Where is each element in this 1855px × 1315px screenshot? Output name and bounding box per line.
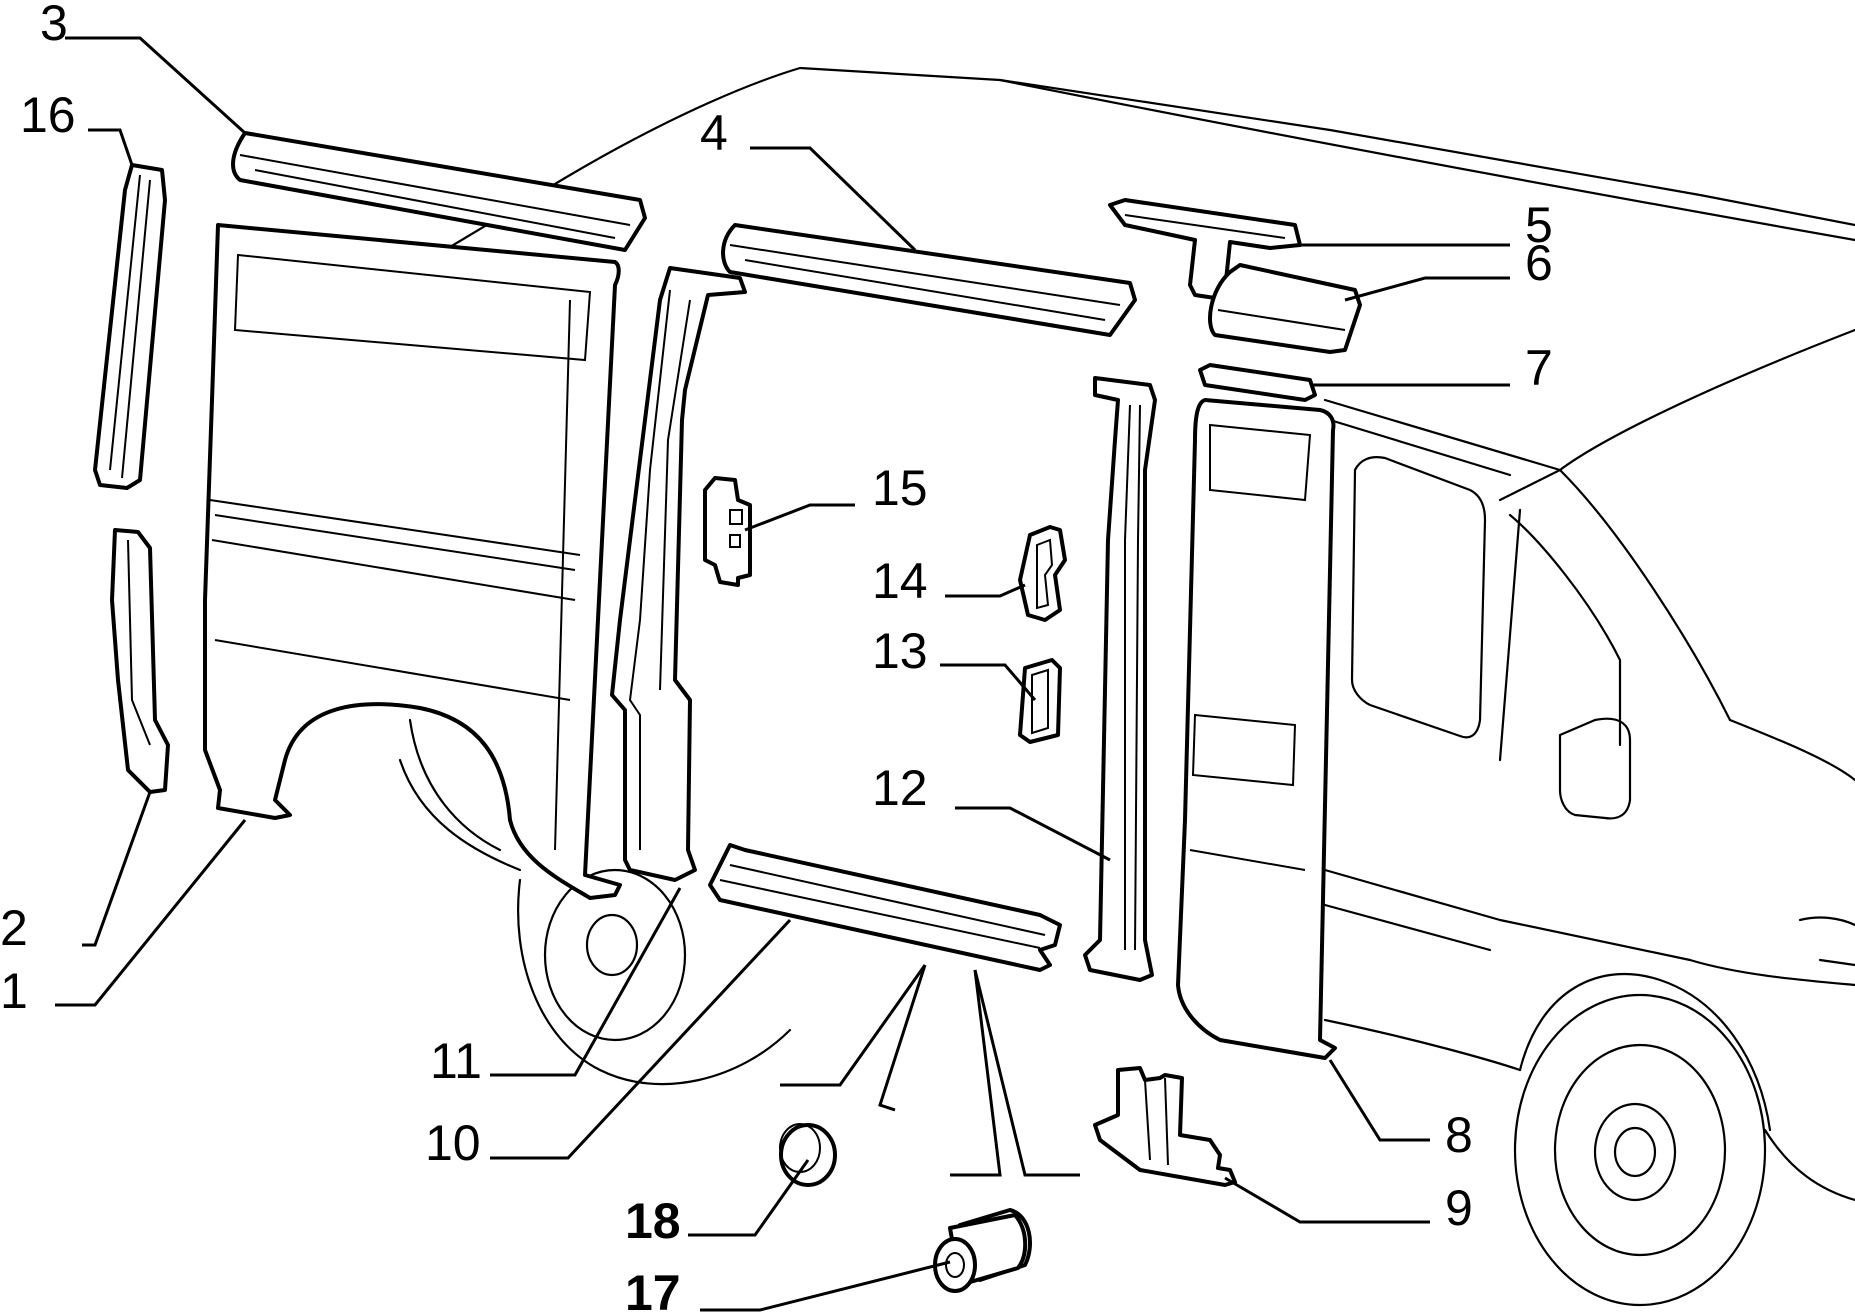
part-1-rear-side-panel — [203, 223, 622, 900]
part-17-plug — [933, 1208, 1032, 1293]
label-7: 7 — [1525, 340, 1553, 396]
part-6-rail-piece — [1208, 263, 1362, 354]
part-15-bracket — [703, 476, 752, 587]
callout-labels: 3 16 2 1 4 5 6 7 8 9 11 10 12 13 14 15 1… — [0, 0, 1553, 1315]
label-16: 16 — [20, 87, 76, 143]
part-2-rear-pillar-lower — [110, 528, 170, 794]
part-14-bracket — [1018, 525, 1067, 622]
label-9: 9 — [1445, 1180, 1473, 1236]
label-17: 17 — [625, 1265, 681, 1315]
label-14: 14 — [872, 553, 928, 609]
label-10: 10 — [425, 1115, 481, 1171]
label-3: 3 — [40, 0, 68, 51]
label-18: 18 — [625, 1193, 681, 1249]
label-6: 6 — [1525, 235, 1553, 291]
label-8: 8 — [1445, 1107, 1473, 1163]
part-9-lower-bracket — [1093, 1066, 1237, 1187]
part-8-front-side-panel — [1176, 398, 1337, 1060]
part-12-pillar — [1083, 376, 1157, 982]
van-body-outline — [398, 66, 1855, 1307]
label-2: 2 — [0, 900, 28, 956]
label-5: 5 — [1525, 197, 1553, 253]
part-10-sill — [708, 843, 1062, 972]
leader-lines — [55, 36, 1510, 1312]
part-4-roof-rail — [721, 223, 1137, 337]
label-11: 11 — [430, 1033, 482, 1089]
label-1: 1 — [0, 963, 28, 1019]
label-13: 13 — [872, 623, 928, 679]
part-11-pillar — [610, 266, 747, 882]
part-3-rear-roof-rail — [231, 131, 647, 252]
part-18-grommet — [779, 1123, 837, 1187]
part-7-strip — [1198, 363, 1317, 402]
label-12: 12 — [872, 760, 928, 816]
part-13-plate — [1018, 658, 1062, 744]
part-16-rear-pillar-upper — [93, 163, 167, 490]
label-15: 15 — [872, 460, 928, 516]
label-4: 4 — [700, 105, 728, 161]
